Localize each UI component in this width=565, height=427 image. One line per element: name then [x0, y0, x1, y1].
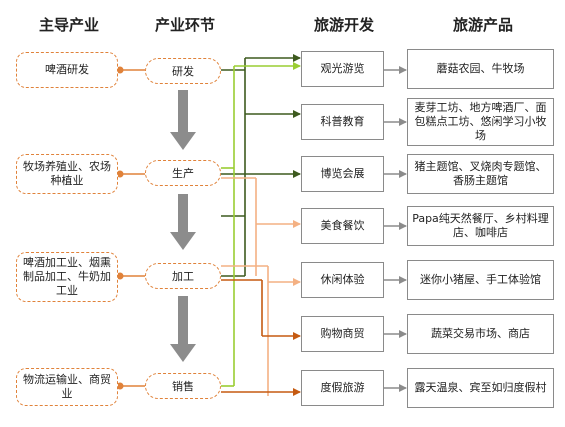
product-box: 迷你小猪屋、手工体验馆 — [407, 260, 554, 300]
development-box: 观光游览 — [301, 51, 384, 87]
product-label: Papa纯天然餐厅、乡村料理店、咖啡店 — [412, 212, 549, 239]
industry-label: 牧场养殖业、农场种植业 — [23, 160, 111, 187]
development-label: 观光游览 — [320, 62, 365, 75]
stage-flow-arrows — [170, 90, 196, 362]
development-label: 购物商贸 — [320, 327, 365, 340]
stage-pill: 研发 — [145, 58, 221, 84]
industry-label: 啤酒研发 — [45, 63, 89, 76]
product-box: 露天温泉、宾至如归度假村 — [407, 368, 554, 408]
development-box: 度假旅游 — [301, 370, 384, 406]
development-box: 购物商贸 — [301, 316, 384, 352]
industry-box: 啤酒加工业、烟熏制品加工、牛奶加工业 — [16, 252, 118, 302]
product-box: Papa纯天然餐厅、乡村料理店、咖啡店 — [407, 206, 554, 246]
stage-pill: 销售 — [145, 373, 221, 399]
product-box: 猪主题馆、叉烧肉专题馆、香肠主题馆 — [407, 154, 554, 194]
industry-box: 牧场养殖业、农场种植业 — [16, 154, 118, 194]
product-box: 蔬菜交易市场、商店 — [407, 314, 554, 354]
stage-pill: 加工 — [145, 263, 221, 289]
development-label: 科普教育 — [320, 115, 365, 128]
product-label: 蘑菇农园、牛牧场 — [436, 62, 525, 75]
development-box: 科普教育 — [301, 104, 384, 140]
product-box: 麦芽工坊、地方啤酒厂、面包糕点工坊、悠闲学习小牧场 — [407, 98, 554, 146]
industry-box: 啤酒研发 — [16, 52, 118, 88]
development-label: 美食餐饮 — [320, 219, 365, 232]
product-label: 麦芽工坊、地方啤酒厂、面包糕点工坊、悠闲学习小牧场 — [414, 101, 547, 142]
product-label: 迷你小猪屋、手工体验馆 — [420, 273, 541, 286]
industry-label: 啤酒加工业、烟熏制品加工、牛奶加工业 — [23, 256, 111, 297]
header-tourism-development: 旅游开发 — [313, 16, 374, 34]
stage-pill: 生产 — [145, 160, 221, 186]
product-box: 蘑菇农园、牛牧场 — [407, 49, 554, 89]
header-main-industry: 主导产业 — [38, 16, 99, 34]
development-box: 休闲体验 — [301, 262, 384, 298]
industry-label: 物流运输业、商贸业 — [23, 373, 111, 400]
header-industry-stage: 产业环节 — [154, 16, 215, 34]
header-tourism-products: 旅游产品 — [452, 16, 513, 34]
development-box: 博览会展 — [301, 156, 384, 192]
product-label: 猪主题馆、叉烧肉专题馆、香肠主题馆 — [414, 160, 547, 187]
industry-box: 物流运输业、商贸业 — [16, 368, 118, 406]
development-box: 美食餐饮 — [301, 208, 384, 244]
product-label: 蔬菜交易市场、商店 — [431, 327, 530, 340]
product-label: 露天温泉、宾至如归度假村 — [414, 381, 547, 394]
development-label: 度假旅游 — [320, 381, 365, 394]
development-label: 休闲体验 — [320, 273, 365, 286]
development-label: 博览会展 — [320, 167, 365, 180]
